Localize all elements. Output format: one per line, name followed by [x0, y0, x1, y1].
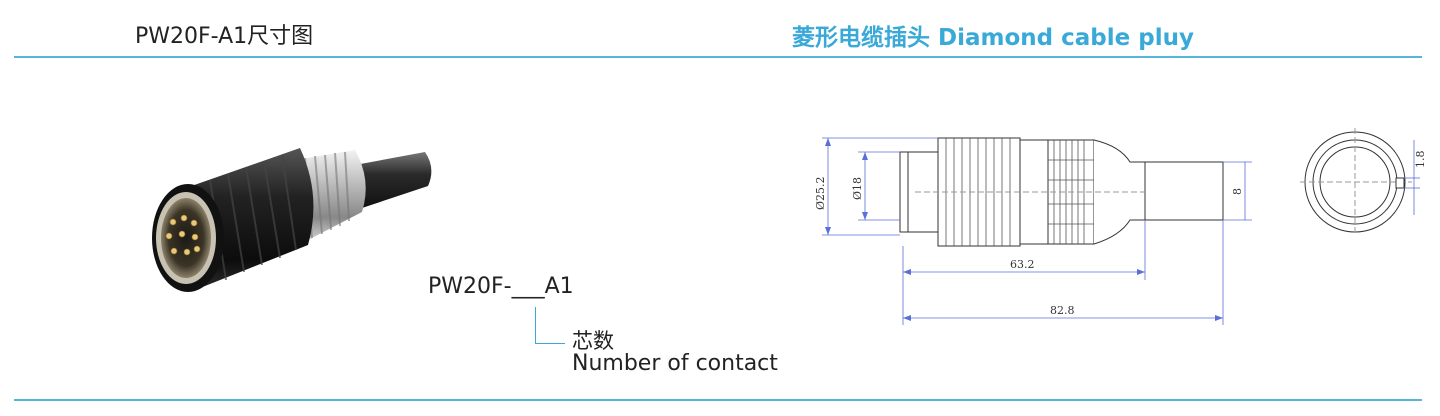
body-length-label: 63.2	[1010, 258, 1035, 271]
left-title: PW20F-A1尺寸图	[135, 24, 314, 49]
contact-count-label-cn: 芯数	[572, 329, 614, 353]
outer-diameter-label: Ø25.2	[814, 176, 827, 210]
total-length-label: 82.8	[1050, 304, 1075, 317]
dimension-lines	[822, 137, 1252, 325]
connector-photo	[152, 148, 432, 292]
inner-diameter-label: Ø18	[851, 177, 864, 200]
connector-face	[152, 184, 224, 292]
callout-line-horizontal	[535, 343, 565, 344]
key-width-label: 1.8	[1414, 151, 1427, 169]
bottom-divider	[14, 399, 1422, 401]
end-view	[1300, 128, 1412, 236]
key-dimension	[1404, 140, 1420, 215]
top-divider	[14, 56, 1422, 58]
cable-tail	[355, 152, 432, 208]
cable-diameter-label: 8	[1231, 188, 1244, 195]
right-title: 菱形电缆插头 Diamond cable pluy	[792, 25, 1194, 51]
dimension-arrows	[825, 138, 1223, 321]
contact-count-label-en: Number of contact	[572, 351, 778, 376]
side-view	[899, 137, 1224, 247]
part-number-code: PW20F-___A1	[428, 274, 574, 299]
callout-line-vertical	[535, 307, 536, 344]
dimension-drawing: Ø25.2 Ø18 63.2 82.8 8 1.8	[814, 128, 1427, 325]
